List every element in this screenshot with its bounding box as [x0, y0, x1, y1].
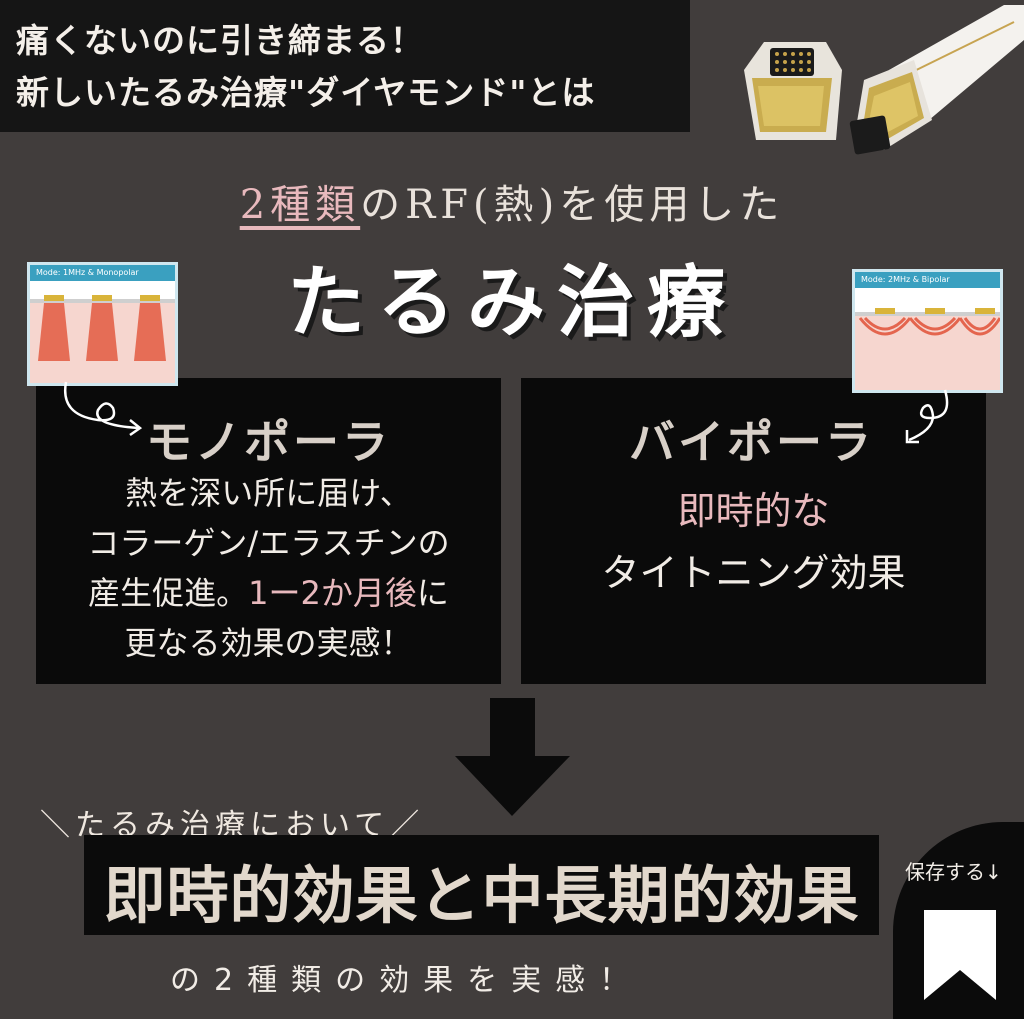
- down-arrow-icon: [455, 698, 570, 816]
- result-text: 即時的効果と中長期的効果: [103, 859, 860, 932]
- monopolar-line-3a: 産生促進。: [88, 574, 249, 612]
- monopolar-period: 1ー2か月後: [248, 574, 417, 612]
- monopolar-line-3: 産生促進。1ー2か月後に: [36, 568, 501, 618]
- header-line-2: 新しいたるみ治療"ダイヤモンド"とは: [16, 73, 596, 112]
- bipolar-mode-label: Mode: 2MHz & Bipolar: [855, 272, 1000, 288]
- main-title: たるみ治療: [286, 257, 737, 348]
- subtitle: 2種類のRF(熱)を使用した: [0, 172, 1024, 230]
- bipolar-heat-graphic: [855, 308, 1000, 390]
- monopolar-line-3c: に: [416, 574, 449, 612]
- bipolar-line-2: タイトニング効果: [601, 551, 906, 595]
- result-box: 即時的効果と中長期的効果: [84, 835, 879, 935]
- monopolar-panel: モノポーラ 熱を深い所に届け、 コラーゲン/エラスチンの 産生促進。1ー2か月後…: [36, 378, 501, 684]
- monopolar-line-2: コラーゲン/エラスチンの: [87, 524, 450, 562]
- monopolar-description: 熱を深い所に届け、 コラーゲン/エラスチンの 産生促進。1ー2か月後に 更なる効…: [36, 468, 501, 668]
- subtitle-highlight: 2種類: [239, 182, 361, 228]
- curly-arrow-left-icon: [63, 381, 143, 437]
- monopolar-diagram: Mode: 1MHz & Monopolar: [30, 265, 175, 383]
- header-line-1: 痛くないのに引き締まる！: [16, 21, 424, 60]
- monopolar-heat-graphic: [30, 295, 175, 383]
- monopolar-line-1: 熱を深い所に届け、: [125, 474, 412, 512]
- header-box: 痛くないのに引き締まる！ 新しいたるみ治療"ダイヤモンド"とは: [0, 0, 690, 132]
- bipolar-line-1: 即時的な: [677, 489, 830, 533]
- monopolar-line-4: 更なる効果の実感！: [124, 624, 413, 662]
- bipolar-description: 即時的な タイトニング効果: [521, 480, 986, 604]
- save-label[interactable]: 保存する↓: [905, 860, 1002, 884]
- monopolar-heading: モノポーラ: [146, 415, 391, 469]
- monopolar-mode-label: Mode: 1MHz & Monopolar: [30, 265, 175, 281]
- subtitle-rest: のRF(熱)を使用した: [360, 182, 785, 228]
- bipolar-heading: バイポーラ: [629, 415, 874, 469]
- footer-text: の2種類の効果を実感！: [170, 963, 644, 998]
- device-image: [744, 5, 1024, 155]
- curly-arrow-right-icon: [905, 389, 949, 444]
- bipolar-diagram: Mode: 2MHz & Bipolar: [855, 272, 1000, 390]
- bookmark-icon[interactable]: [924, 910, 996, 1000]
- bipolar-panel: バイポーラ 即時的な タイトニング効果: [521, 378, 986, 684]
